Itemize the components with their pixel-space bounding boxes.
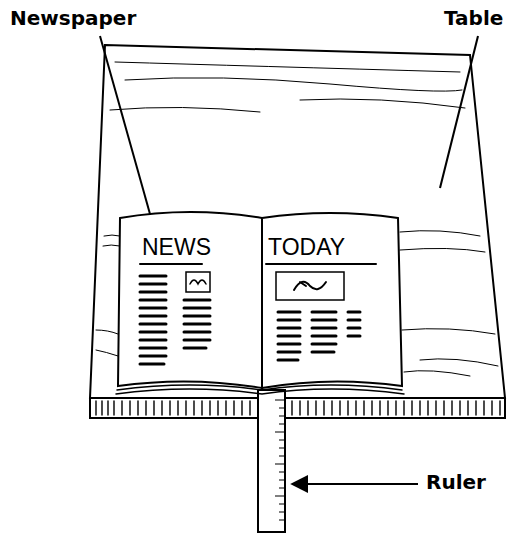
newspaper-drawing bbox=[116, 212, 404, 394]
callout-label: Ruler bbox=[426, 472, 486, 492]
leader-line bbox=[100, 36, 150, 214]
ruler-drawing bbox=[258, 390, 285, 532]
callout-label: Table bbox=[444, 8, 503, 28]
callout-label: Newspaper bbox=[10, 8, 136, 28]
masthead-text: TODAY bbox=[268, 236, 345, 259]
masthead-text: NEWS bbox=[142, 236, 211, 259]
arrow-line bbox=[292, 483, 418, 485]
leader-line bbox=[440, 36, 478, 188]
leader-lines bbox=[100, 36, 478, 484]
table-drawing bbox=[90, 45, 505, 418]
